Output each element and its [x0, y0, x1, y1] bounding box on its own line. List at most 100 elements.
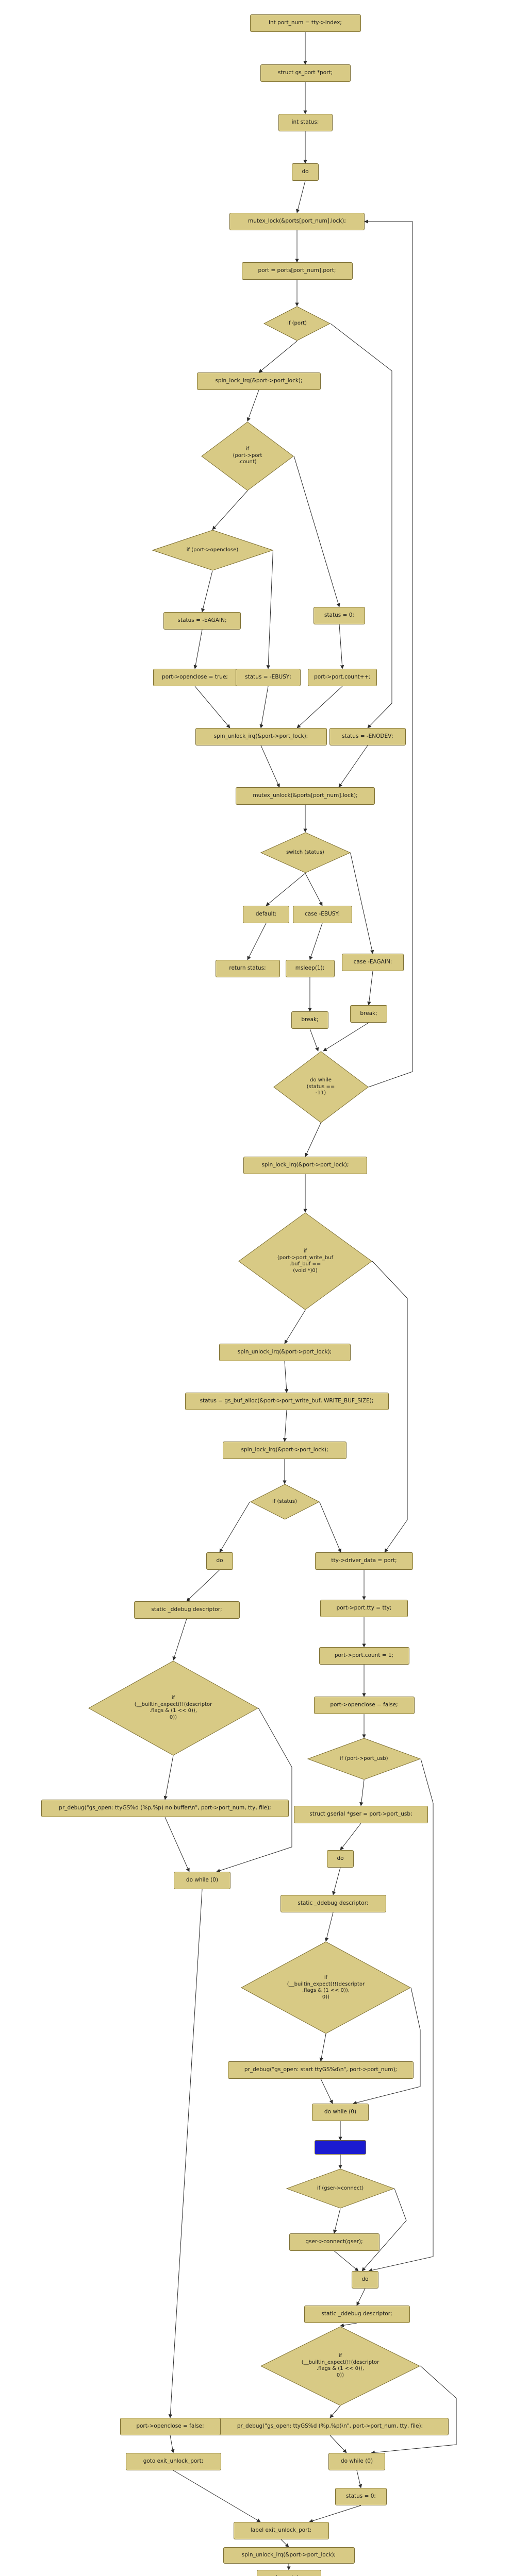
flow-edge-n29-n39: [372, 1261, 408, 1553]
diamond-shape: [250, 1484, 320, 1520]
flow-node-label: do while (0): [340, 2458, 373, 2465]
flow-node-label: case -EBUSY:: [304, 911, 340, 918]
flow-node-n56[interactable]: pr_debug("gs_open: ttyGS%d (%p,%p)\n", p…: [211, 2418, 449, 2435]
flow-node-n37[interactable]: pr_debug("gs_open: ttyGS%d (%p,%p) no bu…: [41, 1800, 289, 1817]
flow-edge-n61-n62: [280, 2539, 289, 2548]
flow-node-n33[interactable]: if (status): [250, 1484, 320, 1520]
flow-node-n57[interactable]: do while (0): [328, 2453, 385, 2470]
flow-edge-n10-n14: [266, 550, 273, 669]
flow-node-n19[interactable]: switch (status): [260, 832, 351, 873]
flow-edge-n48-n49: [320, 2078, 333, 2104]
flow-node-n18[interactable]: mutex_unlock(&ports[port_num].lock);: [236, 787, 375, 805]
flow-node-n38[interactable]: do while (0): [174, 1872, 230, 1889]
flow-node-n62[interactable]: spin_unlock_irq(&port->port_lock);: [223, 2547, 355, 2564]
flow-node-label: spin_unlock_irq(&port->port_lock);: [237, 1349, 332, 1355]
flow-node-n49[interactable]: do while (0): [312, 2104, 369, 2121]
flow-node-n26[interactable]: break;: [350, 1005, 387, 1023]
flow-node-label: do: [361, 2276, 369, 2283]
flow-node-n21[interactable]: case -EBUSY:: [292, 906, 352, 923]
flow-node-n08[interactable]: spin_lock_irq(&port->port_lock);: [197, 372, 321, 390]
flow-node-n06[interactable]: port = ports[port_num].port;: [241, 262, 353, 280]
flow-node-label: int status;: [291, 119, 319, 126]
flow-node-n36[interactable]: if (__builtin_expect(!!(descriptor .flag…: [88, 1660, 258, 1756]
diamond-shape: [260, 832, 351, 873]
flow-node-n31[interactable]: status = gs_buf_alloc(&port->port_write_…: [185, 1393, 389, 1410]
flow-node-n40[interactable]: port->port.tty = tty;: [320, 1600, 408, 1617]
flow-node-label: do: [337, 1855, 344, 1862]
flow-node-n09[interactable]: if (port->port .count): [201, 421, 294, 491]
flow-node-label: spin_unlock_irq(&port->port_lock);: [241, 2552, 336, 2558]
flow-edge-n44-n45: [340, 1823, 361, 1851]
flow-node-label: switch (status): [286, 849, 324, 855]
flow-node-n14[interactable]: status = -EBUSY;: [236, 669, 301, 686]
flow-node-label: pr_debug("gs_open: ttyGS%d (%p,%p)\n", p…: [237, 2423, 423, 2430]
flow-node-n51[interactable]: if (gser->connect): [286, 2168, 394, 2209]
flow-node-n58[interactable]: status = 0;: [335, 2488, 387, 2505]
flow-node-n28[interactable]: spin_lock_irq(&port->port_lock);: [243, 1157, 367, 1174]
flow-edge-n26-n27: [323, 1022, 369, 1052]
flow-node-n29[interactable]: if (port->port_write_buf .buf_buf == (vo…: [238, 1212, 372, 1310]
flow-node-label: status = -ENODEV;: [342, 733, 393, 740]
flow-node-n39[interactable]: tty->driver_data = port;: [315, 1552, 413, 1570]
flow-node-label: if (status): [272, 1498, 297, 1504]
flow-node-n05[interactable]: mutex_lock(&ports[port_num].lock);: [229, 213, 365, 230]
flow-edge-n52-n53: [334, 2250, 359, 2272]
flow-node-n52[interactable]: gser->connect(gser);: [289, 2233, 380, 2251]
flow-node-n55[interactable]: if (__builtin_expect(!!(descriptor .flag…: [260, 2326, 420, 2406]
flow-node-n07[interactable]: if (port): [263, 306, 331, 341]
flow-node-n46[interactable]: static _ddebug descriptor;: [280, 1895, 386, 1912]
flow-node-n24[interactable]: case -EAGAIN:: [342, 954, 404, 971]
flow-node-n59[interactable]: port->openclose = false;: [120, 2418, 221, 2435]
flow-node-n63[interactable]: return status;: [256, 2570, 321, 2576]
flow-edge-n27-n28: [305, 1123, 321, 1157]
flow-node-n41[interactable]: port->port.count = 1;: [319, 1647, 409, 1665]
flow-node-n30[interactable]: spin_unlock_irq(&port->port_lock);: [219, 1344, 351, 1361]
flow-node-n45[interactable]: do: [327, 1850, 354, 1868]
flow-node-n22[interactable]: return status;: [215, 960, 280, 977]
flow-node-n04[interactable]: do: [292, 163, 319, 181]
flow-node-label: struct gserial *gser = port->port_usb;: [309, 1811, 412, 1818]
flow-node-n47[interactable]: if (__builtin_expect(!!(descriptor .flag…: [241, 1941, 411, 2034]
flow-node-n34[interactable]: do: [206, 1552, 233, 1570]
flow-edge-n60-n61: [173, 2470, 261, 2522]
flow-node-n60[interactable]: goto exit_unlock_port;: [125, 2453, 221, 2470]
flow-node-n53[interactable]: do: [352, 2271, 378, 2289]
flow-node-n10[interactable]: if (port->openclose): [152, 530, 273, 571]
flow-node-n17[interactable]: status = -ENODEV;: [329, 728, 406, 745]
flow-node-n42[interactable]: port->openclose = false;: [314, 1697, 415, 1714]
flow-node-n35[interactable]: static _ddebug descriptor;: [134, 1601, 240, 1619]
flow-node-n15[interactable]: port->port.count++;: [308, 669, 377, 686]
flow-node-n12[interactable]: status = 0;: [314, 607, 365, 624]
flow-node-n16[interactable]: spin_unlock_irq(&port->port_lock);: [195, 728, 327, 745]
flow-node-n54[interactable]: static _ddebug descriptor;: [304, 2306, 410, 2323]
flow-node-label: if (port->port_write_buf .buf_buf == (vo…: [277, 1248, 334, 1274]
flow-node-n23[interactable]: msleep(1);: [285, 960, 335, 977]
flow-node-n02[interactable]: struct gs_port *port;: [260, 64, 351, 82]
flow-node-n20[interactable]: default:: [243, 906, 289, 923]
flow-node-n48[interactable]: pr_debug("gs_open: start ttyGS%d\n", por…: [228, 2061, 414, 2079]
flow-node-n01[interactable]: int port_num = tty->index;: [250, 14, 361, 32]
flow-node-n43[interactable]: if (port->port_usb): [307, 1738, 421, 1780]
flow-node-n03[interactable]: int status;: [278, 114, 333, 131]
flow-edge-n07-n17: [330, 323, 392, 728]
flow-node-label: if (gser->connect): [317, 2185, 364, 2191]
flow-node-n44[interactable]: struct gserial *gser = port->port_usb;: [294, 1806, 428, 1823]
flow-node-n25[interactable]: break;: [291, 1011, 328, 1029]
flow-node-label: break;: [301, 1016, 319, 1023]
flow-edge-n36-n37: [163, 1755, 174, 1800]
flow-node-n32[interactable]: spin_lock_irq(&port->port_lock);: [223, 1442, 346, 1459]
flow-node-n61[interactable]: label exit_unlock_port:: [233, 2522, 329, 2539]
flow-node-label: spin_lock_irq(&port->port_lock);: [241, 1447, 328, 1453]
flow-edge-n54-n55: [340, 2323, 357, 2328]
flow-node-label: mutex_unlock(&ports[port_num].lock);: [253, 792, 358, 799]
flow-node-selected[interactable]: [315, 2140, 366, 2155]
flow-node-n13[interactable]: port->openclose = true;: [153, 669, 237, 686]
flow-node-label: mutex_lock(&ports[port_num].lock);: [248, 218, 346, 225]
flow-edge-n51-n52: [333, 2208, 341, 2234]
flow-edge-n09-n12: [293, 455, 340, 607]
flow-node-label: static _ddebug descriptor;: [321, 2311, 392, 2317]
flow-node-n27[interactable]: do while (status == -11): [273, 1051, 369, 1123]
flow-node-n11[interactable]: status = -EAGAIN;: [163, 612, 241, 630]
flow-edge-n35-n36: [172, 1618, 187, 1661]
